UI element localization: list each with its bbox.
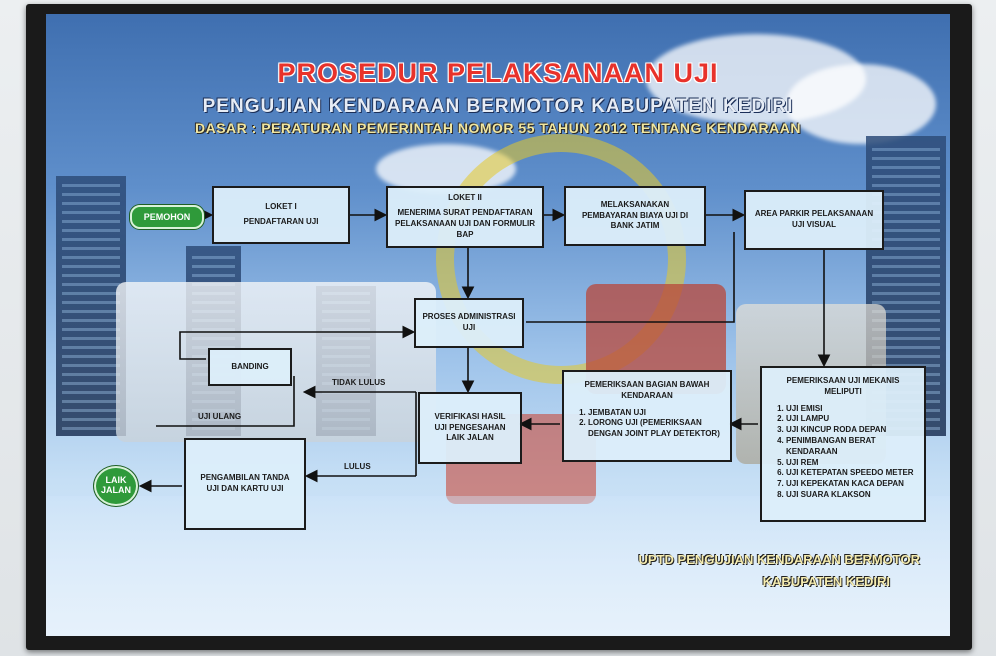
poster: PROSEDUR PELAKSANAAN UJI PENGUJIAN KENDA…: [46, 14, 950, 636]
label-uji-ulang: UJI ULANG: [198, 412, 242, 421]
laik-jalan-badge: LAIK JALAN: [94, 466, 138, 506]
proses-box: PROSES ADMINISTRASI UJI: [414, 298, 524, 348]
pembayaran-box: MELAKSANAKAN PEMBAYARAN BIAYA UJI DI BAN…: [564, 186, 706, 246]
mekanis-item: UJI KEPEKATAN KACA DEPAN: [786, 479, 914, 490]
pemohon-badge: PEMOHON: [130, 205, 204, 229]
cloud: [786, 64, 936, 144]
poster-basis: DASAR : PERATURAN PEMERINTAH NOMOR 55 TA…: [195, 120, 801, 136]
loket2-box: LOKET II MENERIMA SURAT PENDAFTARAN PELA…: [386, 186, 544, 248]
loket1-body: PENDAFTARAN UJI: [243, 217, 319, 226]
parkir-body: AREA PARKIR PELAKSANAAN UJI VISUAL: [754, 209, 874, 229]
pengambilan-body: PENGAMBILAN TANDA UJI DAN KARTU UJI: [200, 473, 290, 493]
loket2-title: LOKET II: [448, 193, 482, 203]
mekanis-item: UJI KINCUP RODA DEPAN: [786, 425, 914, 436]
mekanis-title: PEMERIKSAAN UJI MEKANIS MELIPUTI: [786, 376, 900, 396]
mekanis-item: UJI LAMPU: [786, 414, 914, 425]
arrow-uji-ulang: [156, 376, 295, 427]
proses-body: PROSES ADMINISTRASI UJI: [422, 312, 516, 332]
arrow-banding-proses: [179, 325, 416, 360]
pembayaran-body: MELAKSANAKAN PEMBAYARAN BIAYA UJI DI BAN…: [581, 199, 689, 231]
mekanis-item: PENIMBANGAN BERAT KENDARAAN: [786, 436, 914, 458]
loket2-body: MENERIMA SURAT PENDAFTARAN PELAKSANAAN U…: [395, 208, 535, 239]
label-tidak-lulus: TIDAK LULUS: [332, 378, 386, 387]
building: [56, 176, 126, 436]
bawah-item: LORONG UJI (PEMERIKSAAN DENGAN JOINT PLA…: [588, 418, 720, 440]
loket1-title: LOKET I: [265, 202, 297, 212]
bawah-box: PEMERIKSAAN BAGIAN BAWAH KENDARAAN JEMBA…: [562, 370, 732, 462]
mekanis-item: UJI SUARA KLAKSON: [786, 490, 914, 501]
poster-subtitle: PENGUJIAN KENDARAAN BERMOTOR KABUPATEN K…: [202, 96, 794, 117]
mekanis-box: PEMERIKSAAN UJI MEKANIS MELIPUTI UJI EMI…: [760, 366, 926, 522]
parkir-box: AREA PARKIR PELAKSANAAN UJI VISUAL: [744, 190, 884, 250]
verifikasi-box: VERIFIKASI HASIL UJI PENGESAHAN LAIK JAL…: [418, 392, 522, 464]
mekanis-item: UJI REM: [786, 458, 914, 469]
banding-body: BANDING: [231, 361, 269, 371]
poster-title: PROSEDUR PELAKSANAAN UJI: [277, 58, 719, 88]
bawah-item: JEMBATAN UJI: [588, 408, 720, 419]
bawah-list: JEMBATAN UJI LORONG UJI (PEMERIKSAAN DEN…: [574, 408, 720, 440]
mekanis-item: UJI KETEPATAN SPEEDO METER: [786, 468, 914, 479]
mekanis-list: UJI EMISI UJI LAMPU UJI KINCUP RODA DEPA…: [772, 404, 914, 501]
footer-line1: UPTD PENGUJIAN KENDARAAN BERMOTOR: [638, 552, 920, 567]
flow-arrows: [138, 208, 831, 493]
pengambilan-box: PENGAMBILAN TANDA UJI DAN KARTU UJI: [184, 438, 306, 530]
mekanis-item: UJI EMISI: [786, 404, 914, 415]
arrow-proses-loop: [526, 232, 735, 323]
footer-line2: KABUPATEN KEDIRI: [762, 574, 890, 589]
banding-box: BANDING: [208, 348, 292, 386]
verifikasi-body: VERIFIKASI HASIL UJI PENGESAHAN LAIK JAL…: [434, 411, 506, 443]
bawah-title: PEMERIKSAAN BAGIAN BAWAH KENDARAAN: [584, 380, 710, 400]
loket1-box: LOKET I PENDAFTARAN UJI: [212, 186, 350, 244]
label-lulus: LULUS: [344, 462, 371, 471]
